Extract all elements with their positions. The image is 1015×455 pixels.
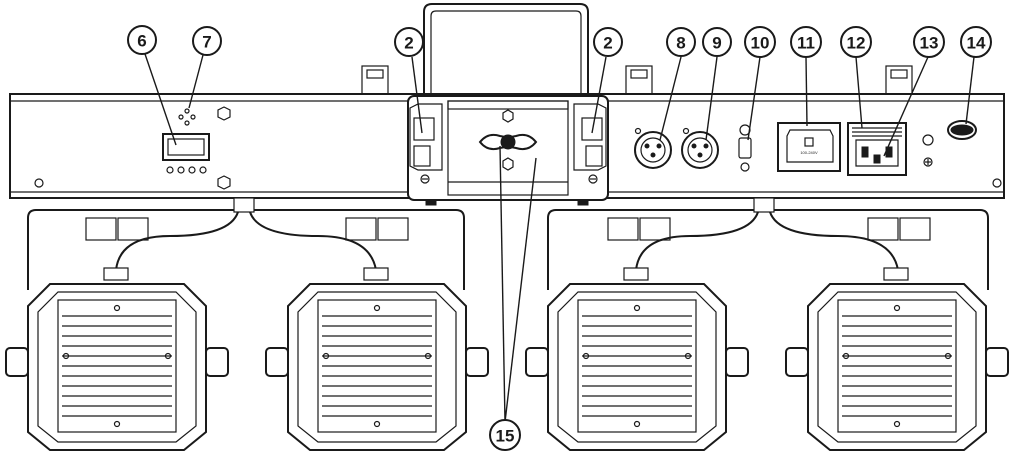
control-buttons xyxy=(166,166,207,174)
leader-9 xyxy=(705,56,718,141)
callout-14-label: 14 xyxy=(967,34,986,53)
light-head-1 xyxy=(5,267,229,451)
leader-6 xyxy=(144,53,177,146)
power-output-socket xyxy=(847,122,907,176)
callout-10-label: 10 xyxy=(751,34,770,53)
callout-2-left-label: 2 xyxy=(404,34,413,53)
leader-15a xyxy=(499,145,506,423)
leader-8 xyxy=(659,56,682,141)
callout-6-label: 6 xyxy=(137,32,146,51)
leader-2a xyxy=(411,56,423,134)
hex-screw xyxy=(217,106,231,121)
leader-11 xyxy=(805,56,808,127)
callout-8: 8 xyxy=(666,27,696,57)
button-mode xyxy=(166,166,174,174)
leader-7 xyxy=(188,54,204,109)
microphone-icon xyxy=(178,108,196,126)
button-down xyxy=(199,166,207,174)
leader-13 xyxy=(883,56,929,157)
light-head-2 xyxy=(265,267,489,451)
callout-12: 12 xyxy=(840,26,872,58)
leader-15b xyxy=(504,157,537,423)
callout-12-label: 12 xyxy=(847,34,866,53)
callout-14: 14 xyxy=(960,26,992,58)
lcd-display xyxy=(162,133,210,161)
power-input-socket: 100-240V xyxy=(777,122,841,172)
leader-12 xyxy=(855,56,863,129)
callout-8-label: 8 xyxy=(676,34,685,53)
cable-strain-relief xyxy=(947,120,977,140)
leader-lines xyxy=(144,53,975,423)
callout-2-right-label: 2 xyxy=(603,34,612,53)
button-setup xyxy=(177,166,185,174)
callouts: 6 7 2 2 8 9 10 11 xyxy=(127,25,992,451)
light-head-3 xyxy=(525,267,749,451)
callout-15-label: 15 xyxy=(496,427,515,446)
leader-2b xyxy=(591,56,607,134)
callout-7: 7 xyxy=(192,26,222,56)
callout-2-right: 2 xyxy=(593,27,623,57)
button-up xyxy=(188,166,196,174)
top-mounting-tabs xyxy=(361,65,913,95)
callout-6: 6 xyxy=(127,25,157,55)
callout-10: 10 xyxy=(744,26,776,58)
dmx-input-connector xyxy=(634,127,672,169)
center-mount-bracket xyxy=(407,95,609,206)
hex-screw xyxy=(217,175,231,190)
callout-9-label: 9 xyxy=(712,34,721,53)
callout-7-label: 7 xyxy=(202,33,211,52)
lower-rails xyxy=(27,197,989,290)
svg-text:100-240V: 100-240V xyxy=(800,150,818,155)
callout-13-label: 13 xyxy=(920,34,939,53)
tightening-knob xyxy=(478,133,538,151)
connector-panel: 100-240V xyxy=(634,120,977,176)
light-head-4 xyxy=(785,267,1009,451)
dmx-output-connector xyxy=(681,127,719,169)
callout-11: 11 xyxy=(790,26,822,58)
callout-15: 15 xyxy=(489,419,521,451)
leader-10 xyxy=(747,56,761,141)
callout-13: 13 xyxy=(913,26,945,58)
control-section xyxy=(162,106,231,190)
carry-handle xyxy=(423,3,589,100)
leader-14 xyxy=(965,56,975,125)
callout-9: 9 xyxy=(702,27,732,57)
callout-11-label: 11 xyxy=(797,34,815,53)
callout-2-left: 2 xyxy=(394,27,424,57)
